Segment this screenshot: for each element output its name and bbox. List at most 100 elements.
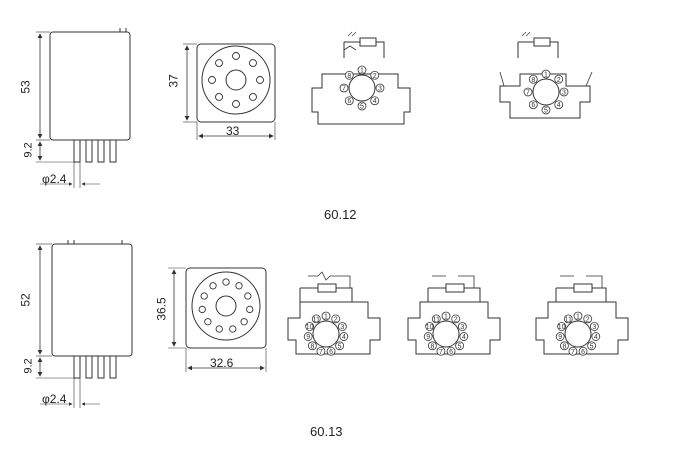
socket-hole [200, 292, 208, 300]
socket-hole [229, 325, 237, 333]
base-width-60-13: 32.6 [210, 356, 234, 370]
pin-marker [554, 74, 564, 84]
pin-number: 2 [334, 316, 338, 323]
pin-marker [591, 332, 601, 341]
pin-marker [554, 100, 564, 110]
side-view-60-12 [36, 28, 131, 188]
pin-marker [541, 105, 551, 115]
wiring-diagram-60-12-a [311, 31, 411, 125]
pin-marker [528, 74, 538, 84]
body-height-60-12: 53 [18, 80, 33, 94]
pin-number: 3 [460, 324, 464, 331]
body-height-60-13: 52 [18, 293, 33, 307]
pin-marker [578, 346, 588, 356]
pin-marker [344, 70, 354, 80]
pin-marker [316, 346, 326, 356]
pin-marker [370, 96, 380, 106]
pin-marker [370, 70, 380, 80]
pin-marker [573, 311, 583, 321]
pin-marker [523, 87, 533, 97]
pin-marker [339, 83, 349, 93]
pin-number: 6 [449, 349, 453, 356]
pin-number: 5 [338, 343, 342, 350]
pin-number: 7 [319, 349, 323, 356]
base-view-60-12 [183, 43, 276, 140]
pin-diameter-60-13: φ2.4 [42, 392, 67, 406]
socket-hole [240, 318, 248, 326]
pin-marker [427, 341, 437, 351]
pin-number: 4 [462, 334, 466, 341]
pin-marker [307, 341, 317, 351]
pin-number: 6 [581, 349, 585, 356]
pin-number: 1 [324, 314, 328, 321]
pin-marker [436, 346, 446, 356]
pin-number: 10 [306, 324, 314, 331]
pin-number: 9 [558, 334, 562, 341]
pin-marker [326, 346, 336, 356]
pin-number: 1 [444, 314, 448, 321]
pin-number: 4 [373, 98, 377, 105]
pin-marker [431, 314, 441, 324]
model-caption-60-12: 60.12 [324, 207, 357, 222]
pin-number: 11 [565, 316, 572, 323]
pin-marker [339, 332, 349, 341]
socket-hole [198, 305, 206, 314]
socket-hole [209, 282, 217, 290]
pin-length-60-13: 9.2 [22, 358, 35, 374]
pin-number: 2 [373, 73, 377, 80]
pin-number: 7 [439, 349, 443, 356]
pin-number: 10 [558, 324, 566, 331]
pin-marker [321, 311, 331, 321]
wiring-diagram-60-13-c [535, 275, 629, 355]
pin-number: 1 [360, 68, 364, 75]
side-view-60-13 [36, 240, 133, 408]
pin-number: 9 [306, 334, 310, 341]
pin-length-60-12: 9.2 [22, 142, 35, 158]
pin-number: 5 [458, 343, 462, 350]
socket-hole [215, 325, 223, 333]
socket-hole [256, 76, 264, 84]
pin-marker [303, 332, 313, 341]
pin-number: 8 [310, 343, 314, 350]
pin-marker [423, 332, 433, 341]
pin-marker [344, 96, 354, 106]
socket-hole [208, 76, 216, 84]
pin-number: 4 [342, 334, 346, 341]
pin-marker [587, 341, 597, 351]
pin-number: 2 [586, 316, 590, 323]
pin-number: 8 [531, 77, 535, 84]
pin-number: 6 [347, 98, 351, 105]
pin-marker [459, 332, 469, 341]
socket-hole [204, 318, 212, 326]
pin-diameter-60-12: φ2.4 [42, 172, 67, 186]
pin-number: 7 [526, 90, 530, 97]
pin-marker [528, 100, 538, 110]
pin-number: 9 [426, 334, 430, 341]
socket-hole [249, 93, 257, 101]
pin-number: 8 [430, 343, 434, 350]
pin-number: 4 [557, 102, 561, 109]
pin-number: 1 [544, 72, 548, 79]
base-view-60-13 [168, 267, 267, 372]
pin-marker [557, 322, 567, 331]
socket-hole [249, 59, 257, 67]
pin-marker [311, 314, 321, 324]
pin-number: 6 [329, 349, 333, 356]
pin-number: 2 [454, 316, 458, 323]
pin-number: 4 [594, 334, 598, 341]
pin-marker [559, 87, 569, 97]
pin-number: 1 [576, 314, 580, 321]
pin-number: 3 [340, 324, 344, 331]
base-width-60-12: 33 [226, 124, 240, 138]
pin-marker [555, 332, 565, 341]
pin-number: 11 [433, 316, 440, 323]
pin-number: 5 [544, 108, 548, 115]
pin-marker [457, 322, 467, 331]
pin-number: 3 [592, 324, 596, 331]
pin-marker [563, 314, 573, 324]
pin-marker [589, 322, 599, 331]
pin-marker [357, 65, 367, 75]
socket-hole [244, 292, 252, 300]
pin-marker [305, 322, 315, 331]
pin-number: 7 [571, 349, 575, 356]
